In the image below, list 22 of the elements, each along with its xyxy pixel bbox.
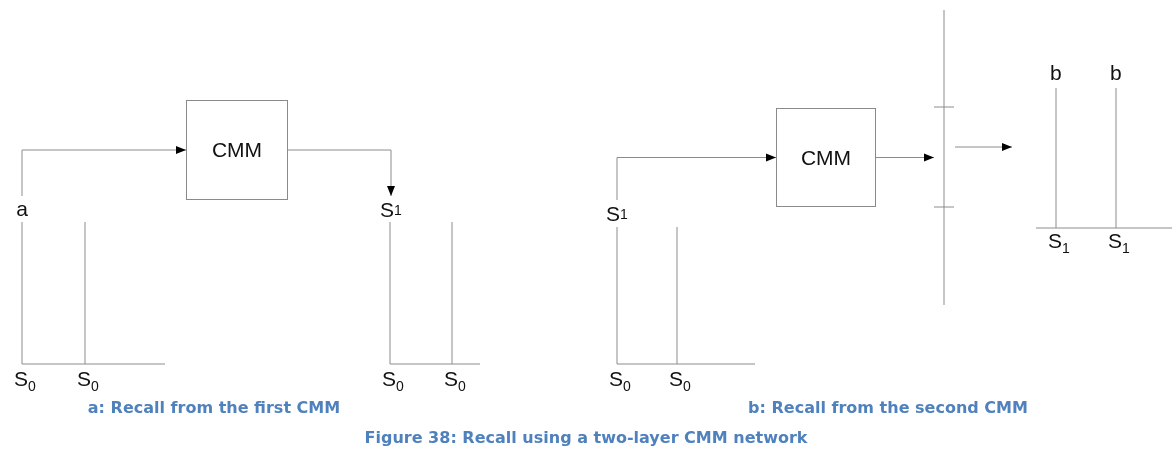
arrow [616, 153, 777, 201]
signal-label: S$_{0}$ [444, 368, 466, 394]
signal-label: S$_{1}$ [1108, 230, 1130, 256]
signal-label: b [1110, 62, 1122, 83]
subfigure-caption: b: Recall from the second CMM [748, 398, 1028, 417]
process-box: CMM [186, 100, 288, 200]
arrow [954, 143, 1013, 151]
signal-label: S$_{0}$ [609, 368, 631, 394]
arrow [21, 146, 187, 197]
threshold-bar [934, 10, 954, 305]
signal-label: S$_{0}$ [14, 368, 36, 394]
signal-label: S$_{1}$ [1048, 230, 1070, 256]
signal-label: S$_{0}$ [669, 368, 691, 394]
process-box: CMM [776, 108, 876, 207]
signal-label: a [10, 196, 34, 222]
signal-label: S$_{0}$ [77, 368, 99, 394]
arrow [287, 149, 395, 197]
signal-label: b [1050, 62, 1062, 83]
arrow [875, 153, 935, 162]
signal-label: S$_{0}$ [382, 368, 404, 394]
figure-caption: Figure 38: Recall using a two-layer CMM network [364, 428, 808, 447]
subfigure-caption: a: Recall from the first CMM [87, 398, 341, 417]
